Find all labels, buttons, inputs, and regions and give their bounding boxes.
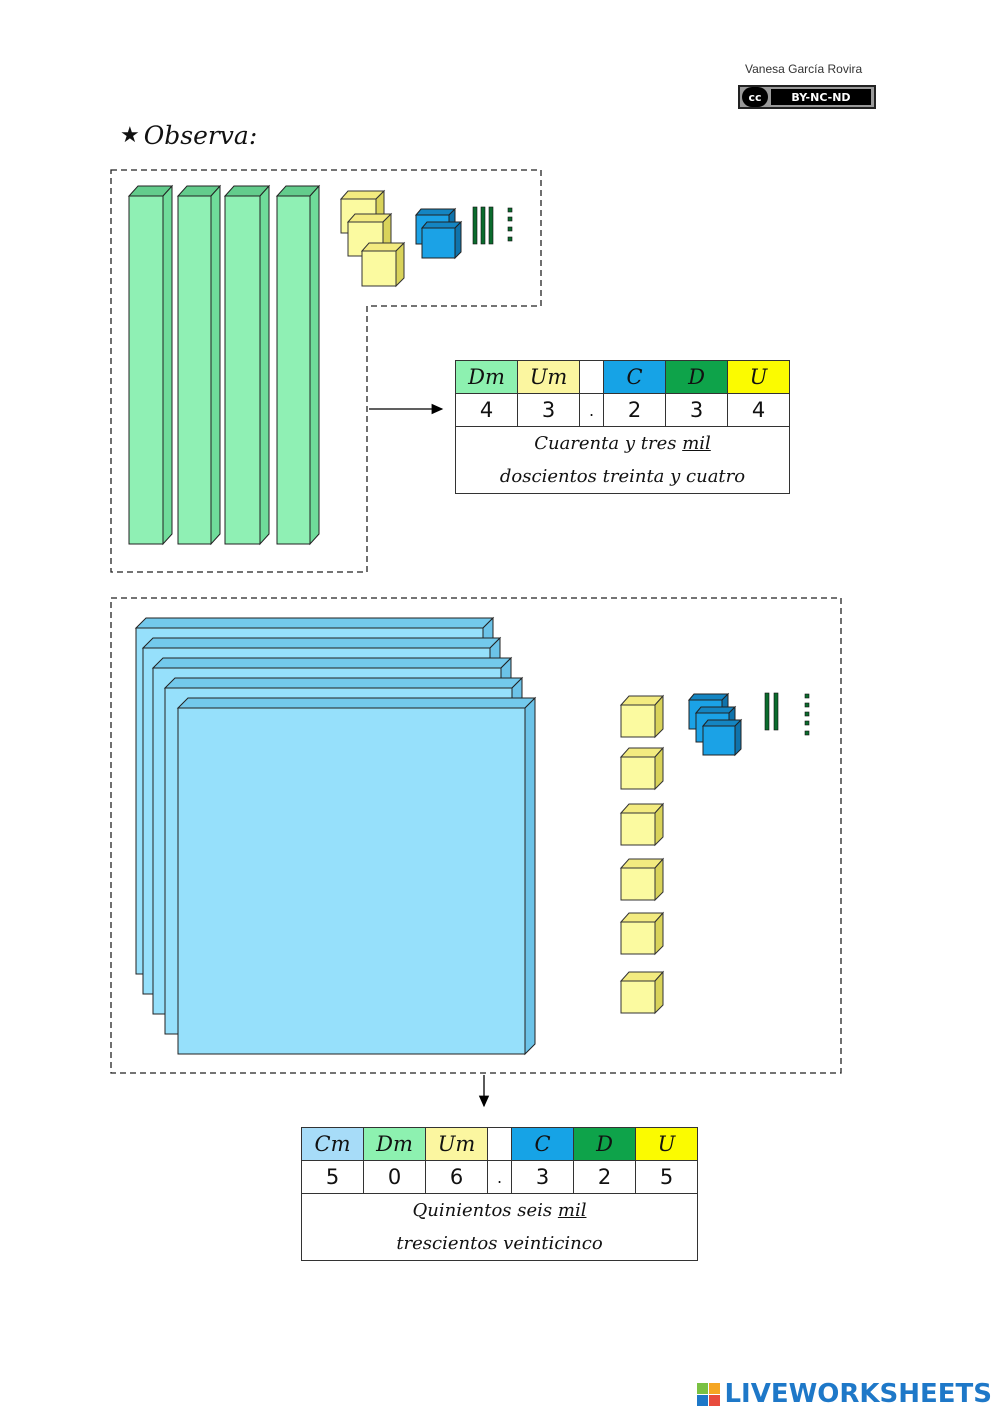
yellow-cubes-group-2 xyxy=(619,694,665,1015)
header-dm: Dm xyxy=(455,360,518,394)
blue-cube xyxy=(420,220,463,260)
words-line-1-start: Cuarenta y tres xyxy=(534,433,683,454)
header-um: Um xyxy=(517,360,580,394)
blue-cubes-group-1 xyxy=(414,207,463,260)
digit-c: 3 xyxy=(511,1160,574,1194)
yellow-cube xyxy=(619,857,665,902)
words-line-2: trescientos veinticinco xyxy=(396,1233,603,1254)
words-mil: mil xyxy=(682,433,711,454)
dark-rod xyxy=(773,692,779,731)
header-d: D xyxy=(665,360,728,394)
digit-um: 3 xyxy=(517,393,580,427)
creative-commons-icon: cc xyxy=(742,87,768,107)
header-um: Um xyxy=(425,1127,488,1161)
words-line-1-start: Quinientos seis xyxy=(412,1200,558,1221)
header-separator xyxy=(579,360,604,394)
header-cm: Cm xyxy=(301,1127,364,1161)
green-bar-3 xyxy=(223,184,271,546)
license-text: BY-NC-ND xyxy=(771,89,871,105)
blue-cubes-group-2 xyxy=(687,692,743,757)
number-in-words: Quinientos seis mil trescientos veintici… xyxy=(301,1193,698,1261)
words-mil: mil xyxy=(557,1200,587,1221)
yellow-cubes-group-1 xyxy=(339,189,406,288)
digit-d: 2 xyxy=(573,1160,636,1194)
yellow-cube xyxy=(619,970,665,1015)
dark-rod xyxy=(472,206,478,245)
yellow-cube xyxy=(619,911,665,956)
digit-d: 3 xyxy=(665,393,728,427)
blue-plate-5 xyxy=(176,696,537,1056)
author-name: Vanesa García Rovira xyxy=(745,62,863,76)
example2-dashed-frame xyxy=(110,597,842,1074)
dark-rod xyxy=(480,206,486,245)
example1-dashed-frame xyxy=(110,169,542,573)
dark-rods-group-1 xyxy=(472,206,494,245)
instruction-text: Observa: xyxy=(143,121,258,150)
digit-dm: 0 xyxy=(363,1160,426,1194)
thousands-separator: . xyxy=(487,1160,512,1194)
digit-c: 2 xyxy=(603,393,666,427)
header-c: C xyxy=(603,360,666,394)
blue-cube xyxy=(701,718,743,757)
place-value-table-1: Dm Um C D U 4 3 . 2 3 4 Cuarenta y tres … xyxy=(455,360,790,494)
brand-name: LIVEWORKSHEETS xyxy=(724,1379,992,1409)
digit-dm: 4 xyxy=(455,393,518,427)
place-value-table-2: Cm Dm Um C D U 5 0 6 . 3 2 5 Quinientos … xyxy=(301,1127,698,1261)
star-icon: ★ xyxy=(120,123,140,148)
liveworksheets-logo: LIVEWORKSHEETS xyxy=(697,1379,992,1409)
header-separator xyxy=(487,1127,512,1161)
ten-thousand-bars xyxy=(127,184,321,546)
unit-dots-group-2 xyxy=(804,693,810,736)
number-in-words: Cuarenta y tres mil doscientos treinta y… xyxy=(455,426,790,494)
green-bar-2 xyxy=(176,184,222,546)
instruction-heading: ★ Observa: xyxy=(120,121,257,150)
liveworksheets-icon xyxy=(697,1382,721,1406)
words-line-2: doscientos treinta y cuatro xyxy=(499,466,746,487)
digit-u: 5 xyxy=(635,1160,698,1194)
dark-rod xyxy=(764,692,770,731)
green-bar-1 xyxy=(127,184,174,546)
header-u: U xyxy=(727,360,790,394)
header-u: U xyxy=(635,1127,698,1161)
dark-rod xyxy=(488,206,494,245)
yellow-cube xyxy=(619,694,665,739)
yellow-cube xyxy=(360,241,406,288)
yellow-cube xyxy=(619,746,665,791)
yellow-cube xyxy=(619,802,665,847)
digit-u: 4 xyxy=(727,393,790,427)
digit-um: 6 xyxy=(425,1160,488,1194)
header-c: C xyxy=(511,1127,574,1161)
header-d: D xyxy=(573,1127,636,1161)
dark-rods-group-2 xyxy=(764,692,779,731)
header-dm: Dm xyxy=(363,1127,426,1161)
digit-cm: 5 xyxy=(301,1160,364,1194)
license-badge: cc BY-NC-ND xyxy=(738,85,876,109)
thousands-separator: . xyxy=(579,393,604,427)
hundred-thousand-plates xyxy=(134,616,537,1056)
unit-dots-group-1 xyxy=(507,207,513,242)
green-bar-4 xyxy=(275,184,321,546)
